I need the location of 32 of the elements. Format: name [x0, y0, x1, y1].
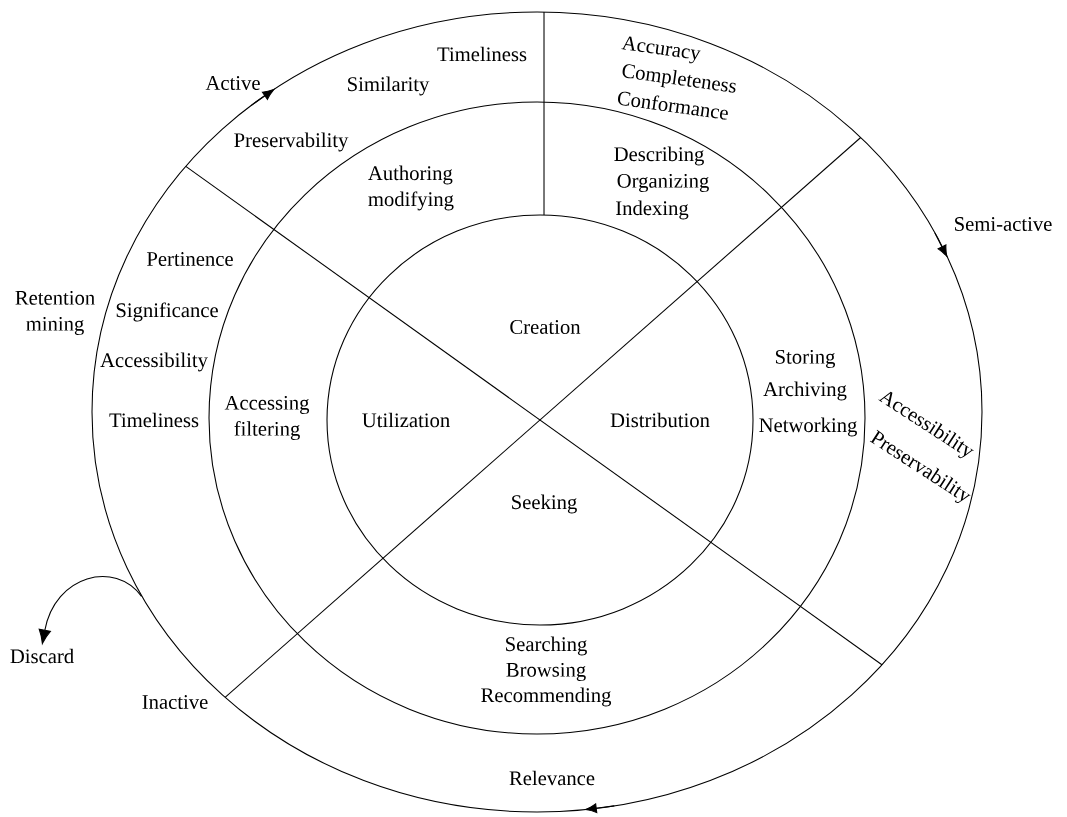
text-label: Archiving [763, 381, 847, 401]
text-label: Networking [759, 417, 857, 437]
text-label: Timeliness [109, 412, 199, 428]
text-label: Completeness [622, 64, 736, 93]
text-label: Distribution [610, 412, 710, 428]
text-label: Accessibility [100, 352, 208, 372]
text-label: Semi-active [955, 217, 1052, 231]
text-label: Authoring modifying [368, 165, 454, 211]
text-label: Storing [775, 349, 836, 369]
text-label: Accessing filtering [224, 395, 310, 441]
text-label: Organizing [617, 173, 709, 193]
text-label: Preservability [234, 132, 349, 152]
text-label: Seeking [512, 494, 577, 514]
text-label: Significance [116, 302, 218, 322]
text-label: Indexing [616, 200, 689, 220]
text-label: Pertinence [147, 252, 233, 266]
text-label: Inactive [142, 695, 208, 709]
text-label: Utilization [362, 412, 450, 428]
text-label: Retention mining [15, 290, 95, 336]
text-label: Creation [510, 320, 581, 334]
text-label: Timeliness [437, 46, 527, 62]
text-label: Conformance [618, 91, 728, 120]
curved-arrow [38, 576, 143, 645]
text-label: Similarity [348, 76, 430, 96]
text-label: Accuracy [621, 36, 701, 64]
text-label: Browsing [506, 662, 586, 682]
text-label: Describing [614, 146, 704, 166]
node-label: Discard [10, 648, 74, 664]
text-label: Active [205, 76, 260, 90]
text-label: Searching [506, 636, 587, 656]
text-label: Recommending [481, 687, 612, 707]
text-label: Relevance [509, 770, 595, 786]
